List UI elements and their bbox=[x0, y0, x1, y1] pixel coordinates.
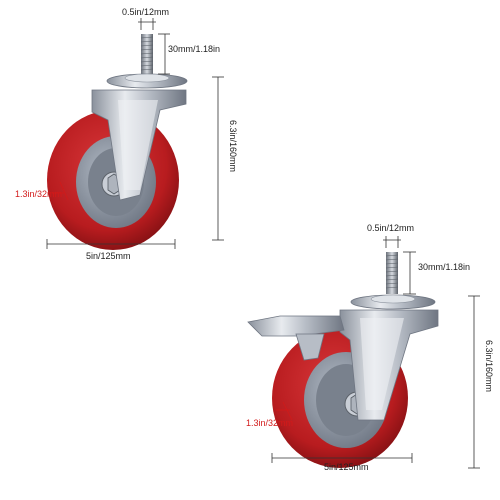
dimension-wheel-width: 1.3in/32mm bbox=[15, 181, 69, 201]
dimension-wheel-diameter: 5in/125mm bbox=[46, 239, 176, 261]
height-label: 6.3in/160mm bbox=[228, 120, 238, 172]
dimension-height: 6.3in/160mm bbox=[468, 295, 494, 469]
dimension-wheel-width: 1.3in/32mm bbox=[246, 401, 293, 428]
stem-diameter-label: 0.5in/12mm bbox=[122, 7, 169, 17]
stem-length-label: 30mm/1.18in bbox=[168, 44, 220, 54]
caster-bottom: 0.5in/12mm 30mm/1.18in 6.3in/160mm 1.3in… bbox=[246, 223, 494, 472]
dimension-stem-diameter: 0.5in/12mm bbox=[122, 7, 169, 30]
stem-diameter-label: 0.5in/12mm bbox=[367, 223, 414, 233]
caster-top: 0.5in/12mm 30mm/1.18in 6.3in/160mm 1.3in… bbox=[15, 7, 238, 261]
height-label: 6.3in/160mm bbox=[484, 340, 494, 392]
wheel-width-label: 1.3in/32mm bbox=[246, 418, 293, 428]
dimension-wheel-diameter: 5in/125mm bbox=[271, 453, 413, 472]
dimension-stem-length: 30mm/1.18in bbox=[158, 33, 220, 75]
brake-lever-icon bbox=[247, 315, 345, 361]
stem-length-label: 30mm/1.18in bbox=[418, 262, 470, 272]
wheel-diameter-label: 5in/125mm bbox=[86, 251, 131, 261]
dimension-height: 6.3in/160mm bbox=[212, 76, 238, 241]
wheel-diameter-label: 5in/125mm bbox=[324, 462, 369, 472]
wheel-width-label: 1.3in/32mm bbox=[15, 189, 62, 199]
threaded-stem bbox=[140, 34, 154, 74]
dimension-stem-length: 30mm/1.18in bbox=[403, 251, 470, 295]
threaded-stem bbox=[385, 252, 399, 294]
dimension-stem-diameter: 0.5in/12mm bbox=[367, 223, 414, 248]
